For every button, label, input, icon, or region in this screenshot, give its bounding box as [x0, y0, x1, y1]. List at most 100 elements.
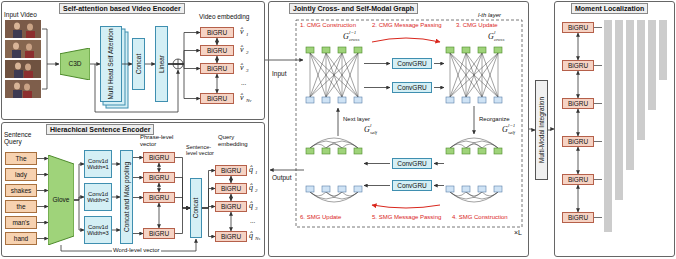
bigru-cell: BiGRU [143, 192, 175, 203]
connector [168, 51, 200, 65]
embedding-symbol: v̂ [240, 46, 244, 54]
bigru-cell: BiGRU [215, 183, 247, 194]
connector [168, 64, 200, 99]
bigru-cell: BiGRU [200, 27, 234, 38]
bigru-cell: BiGRU [215, 201, 247, 212]
connector [175, 198, 190, 209]
connector [159, 183, 160, 192]
node-text: Concat [192, 180, 199, 236]
superscript: l−1 [508, 123, 515, 128]
linear-block: Linear [155, 26, 168, 102]
connector [231, 194, 232, 201]
connector [231, 212, 232, 231]
word-token: The [5, 152, 37, 165]
connector [37, 158, 48, 159]
connector [122, 64, 132, 65]
node-text: BiGRU [568, 62, 588, 69]
word-token: shakes [5, 184, 37, 197]
subscript: 2 [246, 50, 249, 55]
connector [578, 147, 579, 174]
node-text: BiGRU [568, 100, 588, 107]
bigru-cell: BiGRU [200, 93, 234, 104]
step-label: 6. SMG Update [300, 214, 341, 221]
localization-panel: Moment LocalizationBiGRU BiGRU BiGRU BiGRU B… [554, 1, 675, 257]
connector [202, 189, 215, 209]
connector [202, 171, 215, 209]
node-text: BiGRU [221, 185, 241, 192]
node-text: ConvGRU [397, 182, 427, 189]
bigru-cell: BiGRU [200, 63, 234, 74]
bigru-cell: BiGRU [143, 172, 175, 183]
caption-label: Input Video [4, 11, 37, 18]
connector [133, 157, 143, 158]
bigru-cell: BiGRU [562, 60, 594, 71]
conv-block: Conv1d Width=1 [84, 150, 112, 178]
connector [217, 56, 218, 63]
step-label: 4. SMG Construction [452, 214, 508, 221]
step-label: 2. CMG Message Passing [372, 22, 442, 29]
node-text: lady [15, 171, 27, 178]
node-text: shakes [11, 187, 32, 194]
node-text: BiGRU [149, 230, 169, 237]
graph-symbol: G [364, 126, 370, 134]
word-token: man's [5, 216, 37, 229]
connector [231, 176, 232, 183]
ellipsis: ... [241, 79, 246, 86]
convgru-cell: ConvGRU [392, 82, 432, 93]
embedding-symbol: q̂ [249, 232, 253, 240]
node-text: the [16, 203, 25, 210]
trapezoid-outline [48, 155, 74, 245]
concat-block: Concat [190, 178, 202, 238]
node-text: BiGRU [568, 138, 588, 145]
subscript: self [508, 130, 515, 135]
convgru-cell: ConvGRU [392, 180, 432, 191]
connector [578, 33, 579, 60]
flow-label: Next layer [343, 116, 370, 123]
graph-symbol: G [488, 33, 494, 41]
embedding-symbol: q̂ [249, 166, 253, 174]
node-text: ConvGRU [397, 60, 427, 67]
node-text: BiGRU [568, 214, 588, 221]
pool-block: Concat and Max pooling [120, 150, 133, 244]
connector [74, 200, 84, 230]
connector [217, 74, 218, 93]
superscript: l [494, 30, 495, 35]
io-label: Input [272, 70, 286, 77]
connector [202, 208, 215, 237]
node-text: Linear [158, 28, 165, 100]
node-text: man's [12, 219, 29, 226]
embedding-symbol: q̂ [249, 184, 253, 192]
connector [112, 197, 120, 198]
connector [37, 238, 48, 239]
step-label: 5. SMG Message Passing [372, 214, 441, 221]
connector [175, 158, 190, 209]
subscript: self [370, 130, 377, 135]
connector [159, 203, 160, 228]
node-text: Conv1d Width=2 [85, 191, 111, 204]
conv-block: Conv1d Width=3 [84, 216, 112, 244]
subscript: 2 [255, 188, 258, 193]
caption-label: Video embedding [199, 13, 249, 20]
panel-title: Moment Localization [571, 3, 648, 14]
caption-label: Word-level vector [112, 247, 161, 254]
node-text: C3D [68, 60, 81, 67]
integration-block: Multi-Modal Integration [535, 80, 548, 180]
node-text: Concat and Max pooling [123, 152, 130, 242]
bigru-cell: BiGRU [562, 22, 594, 33]
connector [217, 38, 218, 45]
subscript: Nv [246, 98, 252, 103]
node-text: The [15, 155, 26, 162]
node-text: BiGRU [207, 65, 227, 72]
convgru-cell: ConvGRU [392, 58, 432, 69]
superscript: l [370, 123, 371, 128]
conv-block: Conv1d Width=2 [84, 183, 112, 211]
connector [133, 197, 143, 198]
glove-block: Glove [48, 155, 74, 245]
concat-block: Concat [132, 38, 145, 90]
word-token: the [5, 200, 37, 213]
attention-block: Multi Head Self Attention [100, 26, 122, 102]
trapezoid-outline [60, 48, 90, 80]
node-text: BiGRU [568, 176, 588, 183]
connector [159, 163, 160, 172]
